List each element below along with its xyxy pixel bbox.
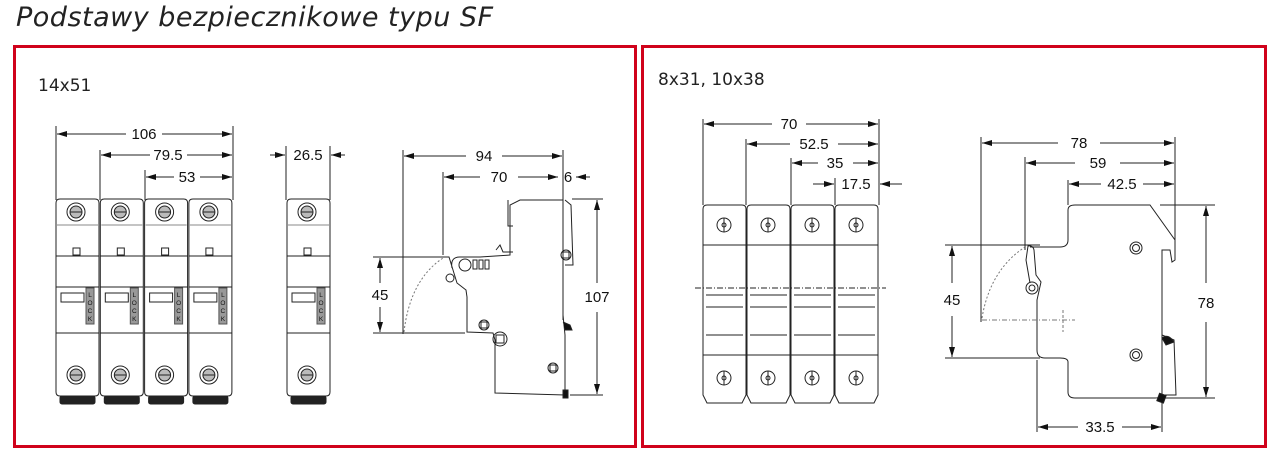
pole-group-8x31	[702, 204, 879, 404]
dim-70: 70	[491, 169, 508, 186]
terminal-screw-icon	[297, 365, 317, 385]
panel-label-14x51: 14x51	[38, 76, 92, 96]
terminal-screw-icon	[155, 202, 175, 222]
page-title: Podstawy bezpiecznikowe typu SF	[16, 2, 494, 33]
dim-94: 94	[476, 148, 493, 165]
terminal-screw-icon	[66, 202, 86, 222]
front-view-8x31	[695, 119, 902, 289]
dim-33-5: 33.5	[1085, 419, 1114, 436]
dim-70-b: 70	[781, 116, 798, 133]
dim-45-b: 45	[944, 292, 961, 309]
dim-42-5: 42.5	[1107, 176, 1136, 193]
dim-45: 45	[372, 287, 389, 304]
panel-label-8x31-10x38: 8x31, 10x38	[658, 70, 765, 90]
dim-6: 6	[564, 169, 572, 186]
panel-14x51	[13, 45, 637, 448]
side-view-14x51	[373, 150, 603, 399]
fuse-pole	[834, 204, 879, 404]
single-view-14x51	[270, 146, 345, 200]
dim-78-top: 78	[1071, 135, 1088, 152]
terminal-screw-icon	[199, 365, 219, 385]
dim-107: 107	[584, 289, 609, 306]
dim-17-5: 17.5	[841, 176, 870, 193]
side-view-8x31	[945, 137, 1215, 432]
dim-106: 106	[131, 126, 156, 143]
front-view-14x51	[55, 126, 234, 200]
terminal-screw-icon	[66, 365, 86, 385]
dim-59: 59	[1090, 155, 1107, 172]
panel-8x31-10x38	[641, 45, 1267, 448]
dim-78-right: 78	[1198, 295, 1215, 312]
terminal-screw-icon	[155, 365, 175, 385]
fuse-pole	[790, 204, 835, 404]
terminal-screw-icon	[297, 202, 317, 222]
fuse-pole	[702, 204, 747, 404]
terminal-screw-icon	[199, 202, 219, 222]
dim-26-5: 26.5	[293, 147, 322, 164]
terminal-screw-icon	[110, 365, 130, 385]
dim-35: 35	[827, 155, 844, 172]
dim-53: 53	[179, 169, 196, 186]
terminal-screw-icon	[110, 202, 130, 222]
fuse-pole	[746, 204, 791, 404]
dim-52-5: 52.5	[799, 136, 828, 153]
dim-79-5: 79.5	[153, 147, 182, 164]
